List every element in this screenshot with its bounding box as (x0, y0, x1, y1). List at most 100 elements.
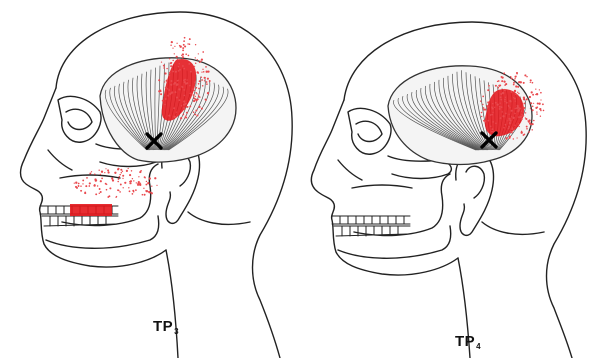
pain-dot (183, 68, 185, 70)
temporalis-muscle-tp4 (388, 66, 544, 165)
pain-dot (521, 131, 523, 133)
pain-dot (178, 88, 180, 90)
pain-dot (121, 172, 122, 173)
pain-dot (523, 102, 525, 104)
pain-dot (129, 174, 131, 176)
pain-dot (177, 80, 179, 82)
pain-dot (106, 184, 107, 185)
pain-dot (490, 126, 492, 128)
pain-dot (119, 191, 121, 193)
pain-dot (189, 85, 190, 86)
pain-dot (185, 83, 187, 85)
pain-dot (154, 177, 156, 179)
pain-dot (123, 187, 124, 188)
pain-dot (114, 172, 116, 174)
pain-dot (493, 91, 494, 92)
pain-dot (140, 183, 141, 184)
pain-dot (186, 79, 187, 80)
pain-dot (132, 190, 134, 192)
pain-dot (175, 71, 177, 73)
pain-dot (494, 107, 495, 108)
pain-dot (148, 191, 150, 193)
pain-dot (483, 107, 485, 109)
pain-dot (122, 178, 123, 179)
pain-dot (520, 116, 521, 117)
pain-dot (501, 76, 503, 78)
pain-dot (201, 58, 203, 60)
pain-dot (204, 77, 205, 78)
pain-dot (138, 176, 139, 177)
pain-dot (531, 91, 533, 93)
pain-dot (495, 102, 497, 104)
pain-dot (488, 120, 490, 122)
pain-dot (132, 178, 133, 179)
pain-dot (118, 176, 120, 178)
pain-dot (184, 95, 186, 97)
pain-dot (163, 65, 165, 67)
pain-dot (147, 182, 149, 184)
pain-dot (514, 78, 515, 79)
lower-teeth (42, 216, 118, 226)
pain-dot (111, 177, 113, 179)
pain-dot (198, 53, 199, 54)
pain-dot (194, 81, 196, 83)
pain-dot (514, 79, 515, 80)
pain-dot (516, 72, 518, 74)
pain-dot (509, 100, 511, 102)
pain-dot (195, 109, 197, 111)
pain-dot (144, 176, 146, 178)
pain-dot (170, 45, 171, 46)
pain-dot (74, 182, 75, 183)
pain-dot (173, 107, 175, 109)
pain-dot (101, 171, 103, 173)
pain-dot (515, 85, 517, 87)
pain-dot (195, 96, 196, 97)
pain-dot (195, 87, 197, 89)
pain-dot (172, 60, 174, 62)
pain-dot (508, 126, 510, 128)
pain-dot (88, 185, 90, 187)
pain-dot (178, 99, 180, 101)
pain-dot (202, 85, 204, 87)
pain-dot (161, 61, 162, 62)
pain-dot (529, 96, 531, 98)
pain-dot (165, 98, 167, 100)
pain-dot (129, 182, 131, 184)
pain-dot (517, 86, 519, 88)
pain-dot (521, 118, 523, 120)
pain-dot (178, 66, 179, 67)
pain-dot (518, 93, 519, 94)
pain-dot (516, 107, 518, 109)
pain-dot (511, 78, 513, 80)
pain-dot (204, 80, 205, 81)
pain-dot (181, 105, 183, 107)
pain-dot (176, 43, 177, 44)
pain-dot (487, 102, 488, 103)
pain-dot (128, 187, 129, 188)
pain-dot (532, 94, 534, 96)
pain-dot (195, 63, 197, 65)
upper-teeth (332, 216, 410, 224)
pain-dot (183, 107, 185, 109)
pain-dot (160, 89, 161, 90)
pain-dot (117, 189, 119, 191)
pain-dot (540, 99, 541, 100)
pain-dot (540, 116, 541, 117)
pain-dot (537, 106, 538, 107)
pain-dot (504, 89, 506, 91)
pain-dot (532, 109, 534, 111)
pain-dot (207, 71, 208, 72)
pain-dot (524, 74, 526, 76)
pain-dot (186, 106, 187, 107)
pain-dot (197, 115, 199, 117)
lower-teeth (334, 226, 410, 236)
pain-dot (206, 83, 208, 85)
pain-dot (80, 185, 82, 187)
pain-dot (178, 70, 180, 72)
pain-dot (166, 80, 168, 82)
pain-dot (196, 71, 198, 73)
pain-dot (194, 90, 195, 91)
pain-dot (151, 186, 152, 187)
pain-dot (160, 93, 162, 95)
